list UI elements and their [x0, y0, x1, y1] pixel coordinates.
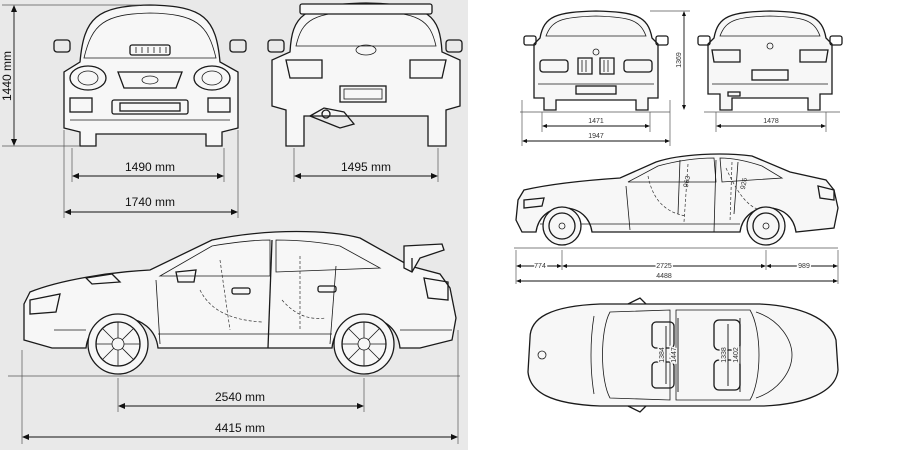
- bmw-front-overhang-label: 774: [534, 263, 546, 270]
- bmw-height-label: 1369: [676, 52, 683, 68]
- left-blueprint-drawing: 1440 mm 1490 mm 1740 mm 1495 mm: [0, 2, 463, 444]
- length-dimension: 4415 mm: [22, 421, 458, 440]
- bmw-top-view: 1384 1447 1338 1402: [527, 297, 839, 413]
- bmw-wheelbase-label: 2725: [656, 263, 672, 270]
- bmw-length-dimension: 4488: [516, 273, 838, 283]
- left-blueprint-panel: 1440 mm 1490 mm 1740 mm 1495 mm: [0, 0, 468, 450]
- front-track-dimension: 1490 mm: [72, 160, 224, 179]
- bmw-height-dimension: 1369: [650, 10, 690, 110]
- bmw-front-shoulder-width-label: 1447: [671, 347, 678, 363]
- rear-view: [267, 2, 463, 182]
- wheelbase-label: 2540 mm: [215, 390, 265, 404]
- right-blueprint-drawing: 1471 1947 1369 1478: [514, 10, 843, 413]
- bmw-front-interior-width-label: 1384: [659, 347, 666, 363]
- bmw-width-dimension: 1947: [522, 133, 670, 143]
- bmw-wheelbase-dimension: 2725: [562, 262, 766, 272]
- bmw-rear-headroom-label: 926: [740, 177, 749, 190]
- bmw-rear-view: [697, 10, 843, 132]
- bmw-rear-track-label: 1478: [763, 118, 779, 125]
- bmw-rear-interior-width-label: 1338: [721, 347, 728, 363]
- bmw-front-view: [520, 10, 671, 146]
- side-view: [8, 230, 460, 444]
- bmw-length-label: 4488: [656, 273, 672, 280]
- height-label: 1440 mm: [0, 51, 14, 101]
- width-label: 1740 mm: [125, 195, 175, 209]
- length-label: 4415 mm: [215, 421, 265, 435]
- bmw-front-track-label: 1471: [588, 118, 604, 125]
- bmw-width-label: 1947: [588, 133, 604, 140]
- bmw-front-track-dimension: 1471: [542, 118, 650, 128]
- bmw-rear-shoulder-width-label: 1402: [733, 347, 740, 363]
- bmw-rear-overhang-dimension: 989: [766, 262, 838, 272]
- bmw-front-headroom-label: 963: [683, 175, 692, 188]
- front-track-label: 1490 mm: [125, 160, 175, 174]
- wheelbase-dimension: 2540 mm: [118, 390, 364, 409]
- rear-track-label: 1495 mm: [341, 160, 391, 174]
- bmw-side-view: 963 926: [514, 153, 839, 284]
- width-dimension: 1740 mm: [64, 195, 238, 215]
- bmw-rear-track-dimension: 1478: [716, 118, 826, 128]
- bmw-front-overhang-dimension: 774: [516, 262, 562, 272]
- bmw-rear-overhang-label: 989: [798, 263, 810, 270]
- height-dimension: 1440 mm: [0, 4, 140, 147]
- rear-track-dimension: 1495 mm: [294, 160, 438, 179]
- right-blueprint-panel: 1471 1947 1369 1478: [500, 0, 900, 450]
- front-view: [53, 4, 247, 218]
